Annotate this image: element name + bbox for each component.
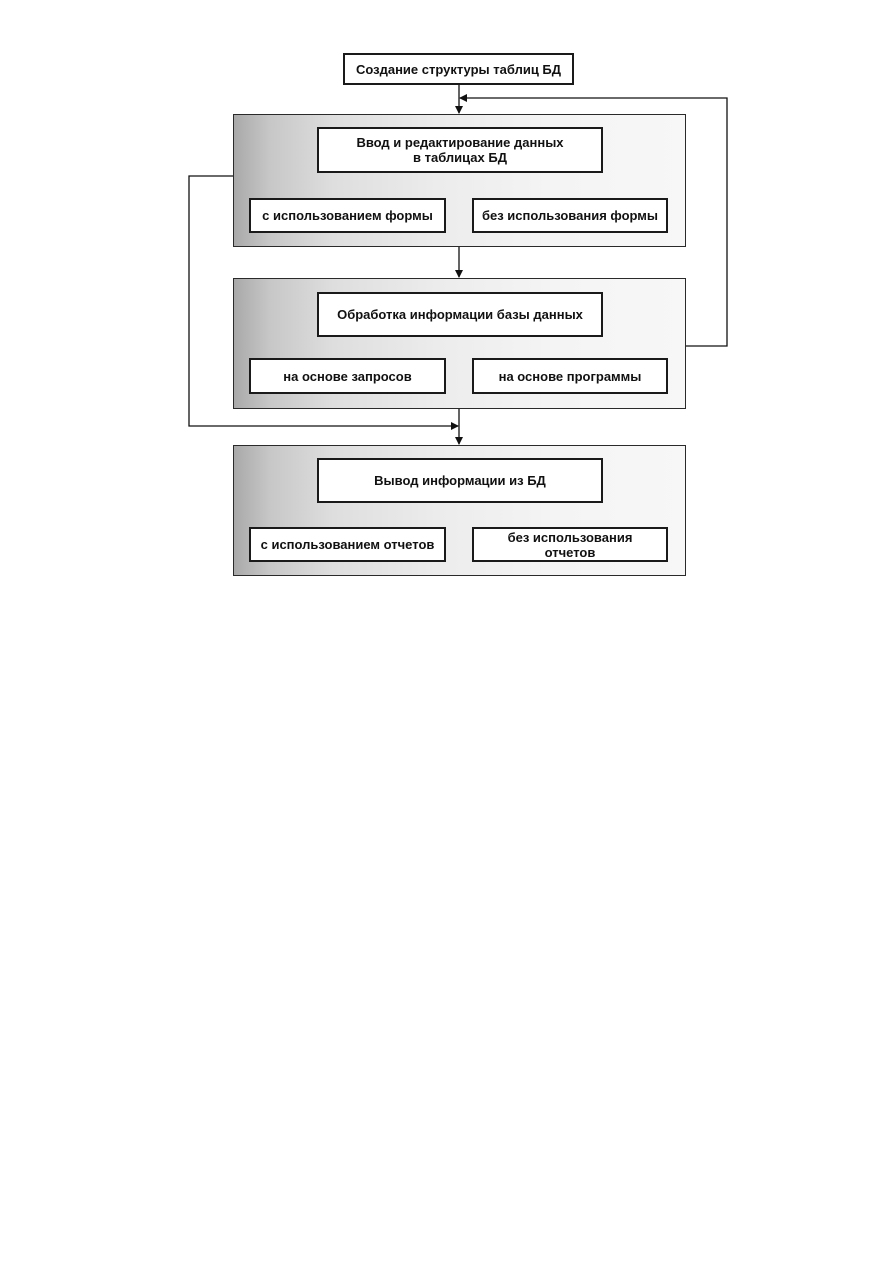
node-queries: на основе запросов [249, 358, 446, 394]
node-data-entry-title: Ввод и редактирование данных в таблицах … [317, 127, 603, 173]
node-program: на основе программы [472, 358, 668, 394]
node-output-title: Вывод информации из БД [317, 458, 603, 503]
node-create-structure: Создание структуры таблиц БД [343, 53, 574, 85]
node-processing-title: Обработка информации базы данных [317, 292, 603, 337]
node-without-form: без использования формы [472, 198, 668, 233]
node-without-reports: без использования отчетов [472, 527, 668, 562]
node-with-form: с использованием формы [249, 198, 446, 233]
node-with-reports: с использованием отчетов [249, 527, 446, 562]
